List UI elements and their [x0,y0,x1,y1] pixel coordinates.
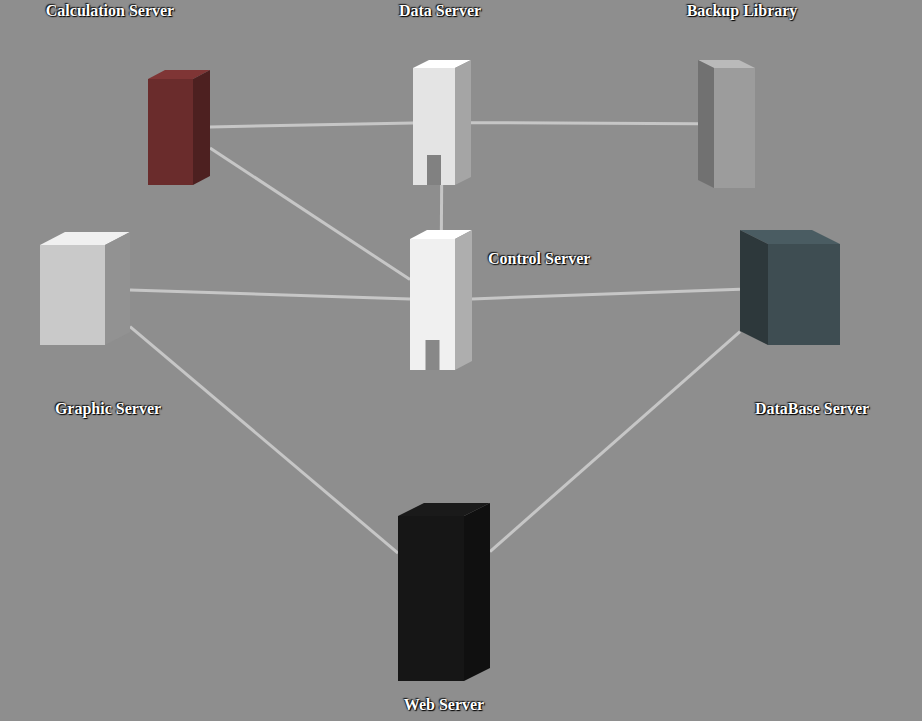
server-icon [698,60,755,188]
server-node: Calculation Server [148,70,210,185]
box-front [148,79,193,185]
box-side [698,60,714,188]
box-side [464,503,490,681]
server-node: Data Server [413,60,471,185]
box-side [740,230,768,345]
server-icon [740,230,840,345]
server-icon [410,230,472,370]
network-link [471,123,698,124]
server-label: Graphic Server [55,400,161,418]
server-node: DataBase Server [740,230,840,345]
server-node: Graphic Server [40,232,130,345]
network-link [130,327,398,554]
server-label: Data Server [399,2,481,20]
server-icon [40,232,130,345]
server-label: Control Server [488,250,590,268]
network-link [490,332,740,552]
box-notch [426,340,440,370]
box-side [455,230,472,370]
box-side [455,60,471,185]
network-link [210,123,413,127]
server-label: Backup Library [687,2,798,20]
server-node: Backup Library [698,60,755,188]
box-side [105,232,130,345]
box-front [410,239,455,370]
server-label: DataBase Server [755,400,869,418]
box-side [193,70,210,185]
network-link [440,185,443,230]
server-node: Control Server [410,230,472,370]
box-front [40,245,105,345]
box-notch [427,155,441,185]
server-label: Web Server [404,696,484,714]
server-label: Calculation Server [46,2,174,20]
server-icon [148,70,210,185]
box-front [413,68,455,185]
network-link [210,148,410,280]
network-link [130,290,410,299]
network-link [472,289,740,299]
server-icon [398,503,490,681]
server-node: Web Server [398,503,490,681]
box-front [768,244,840,345]
server-icon [413,60,471,185]
box-front [398,516,464,681]
box-front [714,68,755,188]
